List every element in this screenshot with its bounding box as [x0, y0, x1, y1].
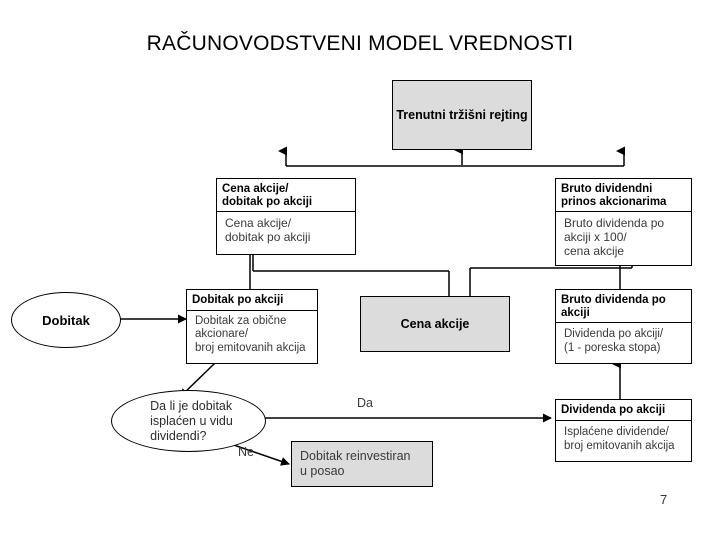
node-dps-header: Dividenda po akciji [555, 399, 692, 420]
node-gross-dps-body-line1: Dividenda po akciji/ [564, 328, 664, 340]
node-trenutni-trzisni-rejting[interactable]: Trenutni tržišni rejting [392, 80, 532, 150]
node-decision-isplacen-dividendi[interactable]: Da li je dobitak isplaćen u vidu dividen… [111, 390, 266, 452]
node-cena-akcije[interactable]: Cena akcije [360, 296, 510, 352]
node-gross-dps-header-line1: Bruto dividenda po [561, 294, 666, 306]
node-dobitak-po-akciji[interactable]: Dobitak po akciji Dobitak za obične akci… [186, 289, 318, 364]
node-yield-header-line1: Bruto dividendni [561, 183, 653, 195]
node-decision-line3: dividendi? [150, 428, 207, 443]
node-yield-body-line3: cena akcije [564, 244, 625, 258]
node-dobitak[interactable]: Dobitak [11, 292, 121, 348]
node-pe-body: Cena akcije/ dobitak po akciji [216, 211, 356, 255]
node-yield-body-line2: akciji x 100/ [564, 230, 627, 244]
node-yield-header-line2: prinos akcionarima [561, 195, 667, 208]
node-dps-body-line1: Isplaćene dividende/ [564, 425, 669, 438]
node-trenutni-trzisni-rejting-label: Trenutni tržišni rejting [396, 108, 528, 122]
node-dobitak-label: Dobitak [42, 312, 90, 328]
node-decision-line1: Da li je dobitak [150, 398, 233, 413]
node-eps-body: Dobitak za obične akcionare/ broj emitov… [186, 309, 318, 364]
node-eps-header: Dobitak po akciji [186, 289, 318, 310]
node-eps-body-line1: Dobitak za obične [195, 314, 287, 327]
node-bruto-dividendni-prinos[interactable]: Bruto dividendni prinos akcionarima Brut… [555, 178, 692, 266]
node-yield-body-line1: Bruto dividenda po [564, 216, 665, 230]
node-decision-text: Da li je dobitak isplaćen u vidu dividen… [144, 399, 233, 444]
node-gross-dps-body: Dividenda po akciji/ (1 - poreska stopa) [555, 322, 692, 364]
node-gross-dps-header: Bruto dividenda po akciji [555, 289, 692, 322]
node-reinvested-line2: u posao [300, 464, 345, 478]
node-eps-body-line2: akcionare/ [195, 328, 249, 340]
node-yield-body: Bruto dividenda po akciji x 100/ cena ak… [555, 211, 692, 266]
node-dps-header-line1: Dividenda po akciji [561, 404, 666, 416]
node-dobitak-reinvestiran[interactable]: Dobitak reinvestiran u posao [291, 441, 433, 487]
node-dividenda-po-akciji[interactable]: Dividenda po akciji Isplaćene dividende/… [555, 399, 692, 462]
node-pe-header-line2: dobitak po akciji [222, 195, 313, 208]
node-pe-header: Cena akcije/ dobitak po akciji [216, 178, 356, 211]
node-pe-body-line1: Cena akcije/ [225, 216, 292, 230]
node-dps-body: Isplaćene dividende/ broj emitovanih akc… [555, 419, 692, 462]
node-pe-body-line2: dobitak po akciji [225, 230, 311, 244]
node-dps-body-line2: broj emitovanih akcija [564, 439, 675, 452]
node-eps-body-line3: broj emitovanih akcija [195, 341, 306, 354]
edge-label-no: Ne [238, 445, 254, 459]
page-number: 7 [660, 492, 668, 507]
node-cena-akcije-label: Cena akcije [400, 317, 470, 331]
node-gross-dps-header-line2: akciji [561, 306, 590, 319]
page-title: RAČUNOVODSTVENI MODEL VREDNOSTI [146, 32, 574, 55]
edge-decision-no-to-reinvested [224, 441, 290, 466]
node-decision-line2: isplaćen u vidu [150, 413, 233, 428]
node-reinvested-line1: Dobitak reinvestiran [300, 449, 411, 463]
node-cena-akcije-dobitak-po-akciji[interactable]: Cena akcije/ dobitak po akciji Cena akci… [216, 178, 356, 255]
node-bruto-dividenda-po-akciji[interactable]: Bruto dividenda po akciji Dividenda po a… [555, 289, 692, 364]
node-yield-header: Bruto dividendni prinos akcionarima [555, 178, 692, 211]
node-gross-dps-body-line2: (1 - poreska stopa) [564, 342, 661, 354]
node-eps-header-line1: Dobitak po akciji [192, 294, 284, 306]
edge-label-yes: Da [357, 396, 373, 410]
node-pe-header-line1: Cena akcije/ [222, 183, 289, 195]
